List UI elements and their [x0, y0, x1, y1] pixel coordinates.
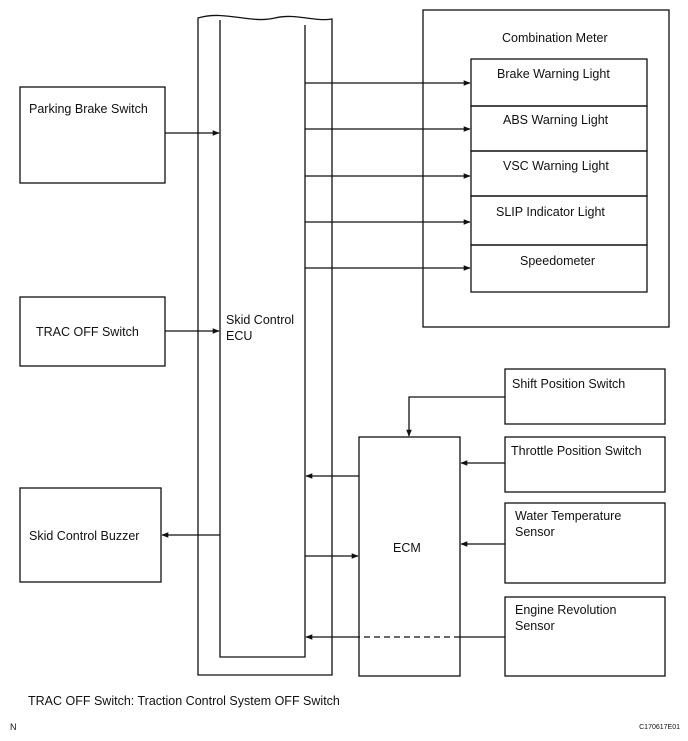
- slip-indicator-light-box: [470, 195, 648, 246]
- combination-meter-label: Combination Meter: [502, 31, 608, 45]
- combination-meter-box: [422, 9, 670, 328]
- ecm-label: ECM: [393, 541, 421, 555]
- parking-brake-switch-label: Parking Brake Switch: [29, 102, 148, 116]
- vsc-warning-light-label: VSC Warning Light: [503, 159, 609, 173]
- skid-control-ecu-label-line2: ECU: [226, 329, 252, 343]
- skid-control-ecu-label-line1: Skid Control: [226, 313, 294, 327]
- abs-warning-light-label: ABS Warning Light: [503, 113, 609, 127]
- shift-position-to-ecm-arrow: [406, 396, 505, 437]
- vsc-warning-light-box: [470, 150, 648, 197]
- parking-brake-switch-box: [19, 86, 166, 184]
- footnote-caption: TRAC OFF Switch: Traction Control System…: [28, 694, 340, 708]
- ecu-outer-frame: [197, 14, 333, 676]
- water-temperature-sensor-label-line2: Sensor: [515, 525, 555, 539]
- skid-control-buzzer-label: Skid Control Buzzer: [29, 529, 139, 543]
- slip-indicator-light-label: SLIP Indicator Light: [496, 205, 605, 219]
- speedometer-box: [470, 244, 648, 293]
- skid-control-buzzer-box: [19, 487, 162, 583]
- figure-id: C170617E01: [639, 724, 680, 731]
- throttle-position-switch-box: [504, 436, 666, 493]
- ecm-box: [358, 436, 461, 677]
- ecu-inner-frame: [219, 20, 306, 658]
- speedometer-label: Speedometer: [520, 254, 595, 268]
- water-temperature-sensor-label-line1: Water Temperature: [515, 509, 621, 523]
- water-temperature-sensor-box: [504, 502, 666, 584]
- trac-off-switch-label: TRAC OFF Switch: [36, 325, 139, 339]
- corner-left-mark: N: [10, 722, 17, 732]
- engine-revolution-sensor-label-line1: Engine Revolution: [515, 603, 617, 617]
- shift-position-switch-label: Shift Position Switch: [512, 377, 625, 391]
- engine-revolution-sensor-label-line2: Sensor: [515, 619, 555, 633]
- brake-warning-light-label: Brake Warning Light: [497, 67, 610, 81]
- throttle-position-switch-label: Throttle Position Switch: [511, 444, 642, 458]
